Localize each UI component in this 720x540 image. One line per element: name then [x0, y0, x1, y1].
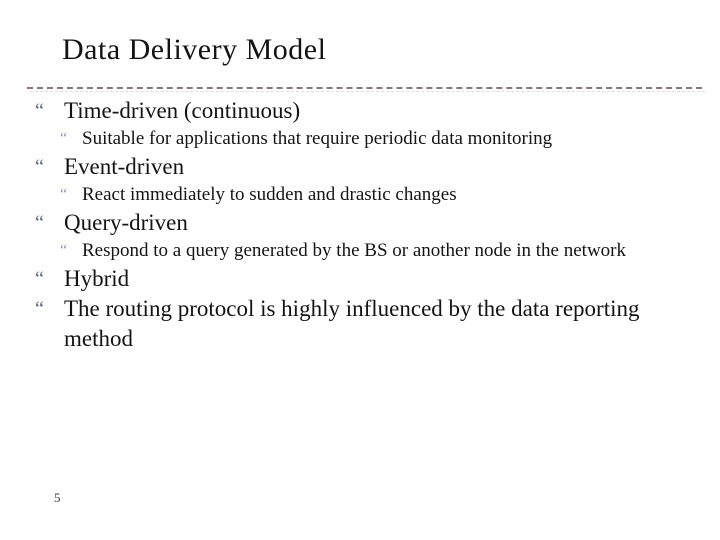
- bullet-item: “ Query-driven: [35, 208, 660, 238]
- page-number: 5: [54, 490, 61, 505]
- bullet-item: “ React immediately to sudden and drastic…: [60, 182, 660, 208]
- bullet-text: Respond to a query generated by the BS o…: [82, 240, 626, 261]
- quote-bullet-icon: “: [60, 130, 68, 147]
- title-divider-shadow-line: [30, 91, 705, 92]
- quote-bullet-icon: “: [60, 242, 68, 259]
- title-divider-dashed-line: [27, 87, 702, 89]
- bullet-item: “ Suitable for applications that require …: [60, 126, 660, 152]
- bullet-text: React immediately to sudden and drastic …: [82, 184, 457, 205]
- bullet-text: The routing protocol is highly influence…: [64, 296, 640, 351]
- bullet-item: “ Event-driven: [35, 152, 660, 182]
- quote-bullet-icon: “: [35, 268, 44, 290]
- quote-bullet-icon: “: [60, 186, 68, 203]
- bullet-item: “ Hybrid: [35, 264, 660, 294]
- quote-bullet-icon: “: [35, 156, 44, 178]
- bullet-list: “ Time-driven (continuous) “ Suitable for a…: [35, 96, 660, 354]
- quote-bullet-icon: “: [35, 212, 44, 234]
- bullet-text: Event-driven: [64, 154, 185, 179]
- bullet-text: Time-driven (continuous): [64, 98, 301, 123]
- quote-bullet-icon: “: [35, 298, 44, 320]
- bullet-item: “ Respond to a query generated by the BS …: [60, 238, 660, 264]
- bullet-item: “ Time-driven (continuous): [35, 96, 660, 126]
- bullet-text: Query-driven: [64, 210, 188, 235]
- bullet-text: Suitable for applications that require p…: [82, 128, 553, 149]
- quote-bullet-icon: “: [35, 100, 44, 122]
- slide-title: Data Delivery Model: [62, 33, 327, 66]
- bullet-item: “ The routing protocol is highly influenc…: [35, 294, 660, 354]
- bullet-text: Hybrid: [64, 266, 130, 291]
